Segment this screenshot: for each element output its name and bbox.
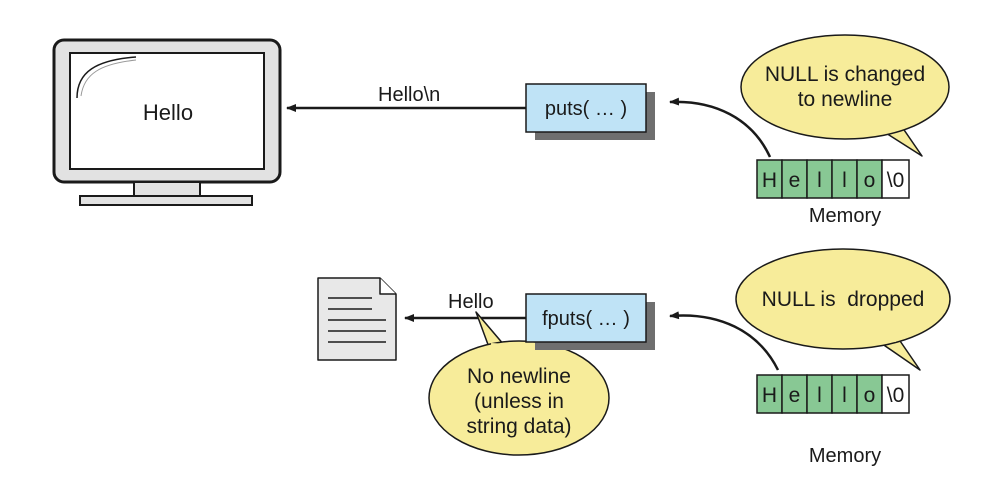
memory-cell-char: o bbox=[864, 384, 876, 407]
memory-cell-char: o bbox=[864, 169, 876, 192]
memory-to-puts-arrow bbox=[669, 97, 772, 158]
memory-to-fputs-arrow bbox=[669, 311, 780, 371]
memory-cell-char: \0 bbox=[887, 169, 905, 192]
memory-cell bbox=[881, 159, 910, 199]
fputs-function-label: fputs( … ) bbox=[542, 308, 630, 330]
document-icon bbox=[317, 277, 397, 361]
memory-cell bbox=[856, 374, 883, 414]
note-line-2: (unless in bbox=[474, 390, 564, 413]
callout-null-changed bbox=[740, 34, 950, 157]
puts-function-box bbox=[525, 83, 655, 140]
memory-cell-char: l bbox=[817, 384, 822, 407]
note-line-3: string data) bbox=[466, 415, 571, 438]
fputs-function-box bbox=[525, 293, 655, 350]
memory-cell bbox=[781, 374, 808, 414]
memory-cell-char: l bbox=[842, 384, 847, 407]
memory-cell bbox=[881, 374, 910, 414]
callout-top-line-1: NULL is changed bbox=[765, 63, 925, 86]
memory-cell-char: l bbox=[842, 169, 847, 192]
puts-function-label: puts( … ) bbox=[545, 98, 627, 120]
memory-cell-char: \0 bbox=[887, 384, 905, 407]
memory-cell-char: e bbox=[789, 384, 801, 407]
arrow-label-bottom: Hello bbox=[448, 291, 494, 313]
memory-cell bbox=[856, 159, 883, 199]
memory-cell bbox=[806, 159, 833, 199]
memory-label-bottom: Memory bbox=[809, 445, 881, 467]
memory-cell bbox=[756, 159, 783, 199]
callout-null-dropped bbox=[735, 248, 951, 371]
callout-top-line-2: to newline bbox=[798, 88, 893, 111]
monitor-icon bbox=[52, 38, 282, 206]
arrow-label-top: Hello\n bbox=[378, 84, 440, 106]
screen-text: Hello bbox=[143, 100, 193, 125]
memory-cell-char: l bbox=[817, 169, 822, 192]
memory-label-top: Memory bbox=[809, 205, 881, 227]
memory-cell-char: H bbox=[762, 169, 777, 192]
memory-cell-char: H bbox=[762, 384, 777, 407]
callout-bottom-line-1: NULL is dropped bbox=[762, 288, 925, 311]
note-line-1: No newline bbox=[467, 365, 571, 388]
memory-cell bbox=[806, 374, 833, 414]
callout-no-newline bbox=[428, 311, 610, 456]
memory-cell bbox=[756, 374, 783, 414]
memory-cell-char: e bbox=[789, 169, 801, 192]
